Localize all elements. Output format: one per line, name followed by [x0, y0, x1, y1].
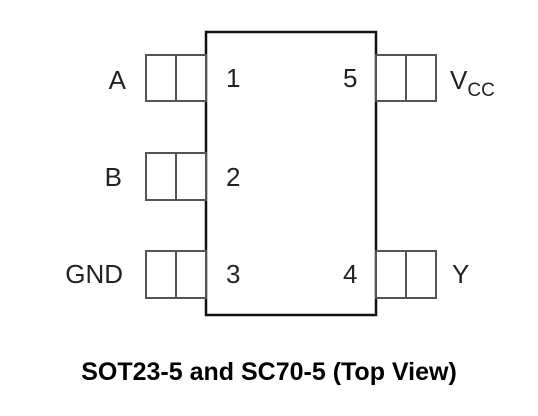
- pin-4-number: 4: [343, 259, 357, 289]
- pin-3-number: 3: [226, 259, 240, 289]
- pin-5-number: 5: [343, 63, 357, 93]
- pin-2-number: 2: [226, 162, 240, 192]
- pin-2-name: B: [105, 162, 122, 192]
- pin-1-number: 1: [226, 63, 240, 93]
- pin-1: A 1: [109, 54, 240, 102]
- pin-5-name-subscript: CC: [467, 80, 494, 101]
- pin-5-name: VCC: [450, 65, 495, 101]
- pin-2: B 2: [105, 152, 240, 201]
- pin-3: GND 3: [65, 250, 240, 299]
- pin-5: 5 VCC: [343, 54, 495, 102]
- pin-3-name: GND: [65, 259, 123, 289]
- pin-1-name: A: [109, 65, 127, 95]
- pin-4: 4 Y: [343, 250, 469, 299]
- ic-body: [204, 30, 378, 317]
- pin-4-name: Y: [452, 259, 469, 289]
- diagram-caption: SOT23-5 and SC70-5 (Top View): [81, 358, 457, 386]
- pin-5-name-main: V: [450, 65, 468, 95]
